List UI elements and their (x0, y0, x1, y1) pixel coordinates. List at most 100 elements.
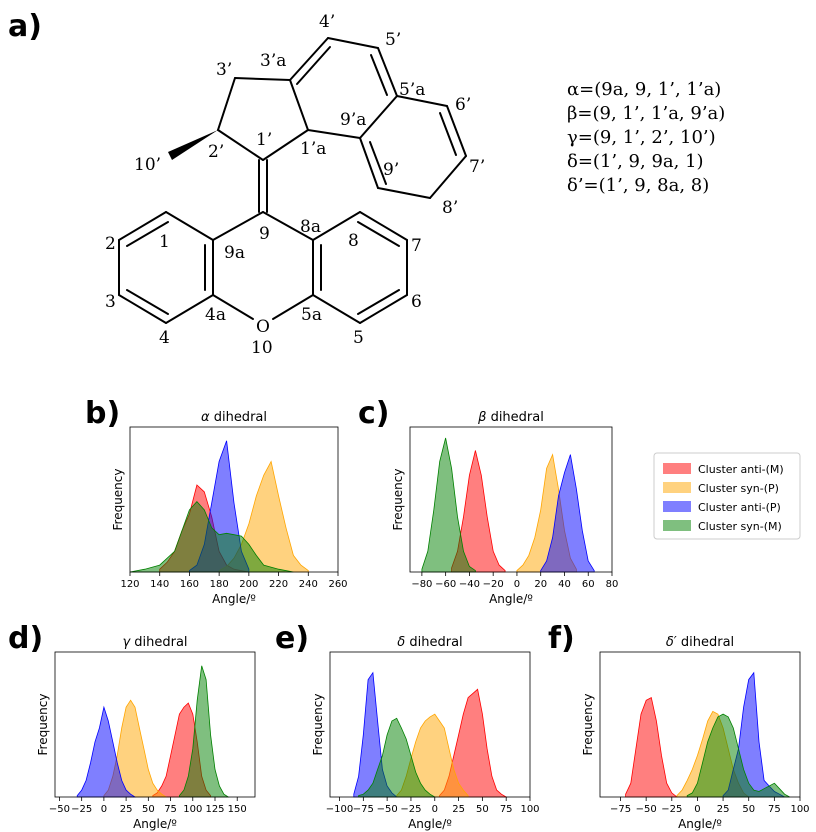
chart-title: δ′ dihedral (666, 635, 734, 650)
atom-label: 5’a (399, 80, 425, 100)
wedge-bond (168, 130, 218, 160)
x-tick-label: 0 (432, 804, 438, 815)
x-tick-label: −50 (49, 804, 70, 815)
atom-label: 2 (105, 234, 116, 254)
dihedral-alpha: α=(9a, 9, 1’, 1’a) (567, 79, 721, 100)
chart-title-symbol: δ′ (666, 635, 677, 650)
atom-labels: 4’ 5’ 3’a 3’ 5’a 6’ 9’a 1’ 2’ 1’a 10’ 9’… (105, 12, 485, 358)
atom-label: 4 (159, 328, 170, 348)
series-area-syn-m (686, 713, 790, 798)
x-tick-label: −25 (661, 804, 682, 815)
bond (359, 137, 379, 189)
bond (439, 112, 457, 156)
series-area-syn-m (358, 717, 437, 798)
x-tick-label: 40 (558, 579, 571, 590)
bond (359, 95, 398, 139)
bond (359, 211, 408, 241)
x-tick-label: −50 (636, 804, 657, 815)
bond (234, 77, 291, 81)
x-tick-label: 80 (606, 579, 619, 590)
bond (377, 47, 398, 97)
bond (377, 187, 431, 199)
x-tick-label: 220 (269, 579, 288, 590)
x-tick-label: 60 (582, 579, 595, 590)
x-tick-label: −100 (326, 804, 353, 815)
x-axis-label: Angle/º (678, 817, 722, 831)
x-axis-label: Angle/º (133, 817, 177, 831)
bond (118, 294, 167, 324)
atom-label: 3 (105, 292, 116, 312)
x-tick-label: −50 (377, 804, 398, 815)
x-tick-label: −20 (483, 579, 504, 590)
y-axis-label: Frequency (391, 469, 405, 531)
x-tick-label: 25 (452, 804, 465, 815)
bond (357, 221, 400, 247)
series-area-anti-m (625, 696, 679, 798)
atom-label: 8a (300, 217, 321, 237)
y-axis-label: Frequency (36, 694, 50, 756)
atom-label: 8’ (442, 198, 458, 218)
chart-title-text: dihedral (130, 635, 187, 650)
bond (212, 211, 264, 241)
bond (262, 211, 314, 241)
legend-label-anti-m: Cluster anti-(M) (698, 463, 784, 476)
chart-title: β dihedral (477, 410, 544, 425)
plot-frame (329, 651, 531, 798)
panel-label-e: e) (275, 621, 309, 656)
x-tick-label: 160 (180, 579, 199, 590)
x-tick-label: 0 (101, 804, 107, 815)
x-tick-label: 100 (183, 804, 202, 815)
atom-label: O (256, 317, 270, 337)
x-tick-label: 240 (299, 579, 318, 590)
bond (126, 289, 169, 315)
panel-label-b: b) (85, 396, 120, 431)
legend-swatch-anti-m (663, 463, 691, 474)
x-tick-label: 100 (790, 804, 809, 815)
x-tick-label: 0 (514, 579, 520, 590)
plot-frame (599, 651, 801, 798)
atom-label: 8 (348, 231, 359, 251)
x-tick-label: 25 (120, 804, 133, 815)
bond (262, 129, 309, 161)
x-tick-label: 75 (164, 804, 177, 815)
y-axis-label: Frequency (111, 469, 125, 531)
x-tick-label: 20 (534, 579, 547, 590)
y-axis-label: Frequency (581, 694, 595, 756)
legend-swatch-syn-m (663, 520, 691, 531)
bond (327, 37, 379, 49)
bond (165, 294, 214, 324)
legend-label-syn-p: Cluster syn-(P) (698, 482, 779, 495)
x-tick-label: −25 (71, 804, 92, 815)
chart-title-symbol: α (201, 410, 210, 425)
atom-label: 1’ (256, 130, 272, 150)
dihedral-delta-prime: δ’=(1’, 9, 8a, 8) (567, 175, 709, 196)
atom-label: 3’ (216, 60, 232, 80)
dihedral-beta: β=(9, 1’, 1’a, 9’a) (567, 103, 725, 124)
atom-label: 6’ (455, 95, 471, 115)
x-tick-label: −80 (411, 579, 432, 590)
bond (312, 211, 361, 241)
x-axis-label: Angle/º (408, 817, 452, 831)
bond (126, 221, 169, 247)
chart-title: α dihedral (201, 410, 267, 425)
dihedral-delta: δ=(1’, 9, 9a, 1) (567, 151, 704, 172)
x-tick-label: −75 (610, 804, 631, 815)
plot-frame (409, 426, 613, 573)
chart-title-text: dihedral (486, 410, 543, 425)
legend-swatch-syn-p (663, 482, 691, 493)
bond (369, 141, 387, 185)
atom-label: 7’ (469, 157, 485, 177)
atom-label: 10’ (134, 155, 161, 175)
x-tick-label: −60 (435, 579, 456, 590)
series-area-syn-m (179, 665, 230, 798)
x-tick-label: 200 (239, 579, 258, 590)
bond (396, 95, 448, 107)
bond (217, 129, 264, 161)
x-tick-label: 120 (120, 579, 139, 590)
x-tick-label: 150 (228, 804, 247, 815)
atom-label: 9 (259, 224, 270, 244)
